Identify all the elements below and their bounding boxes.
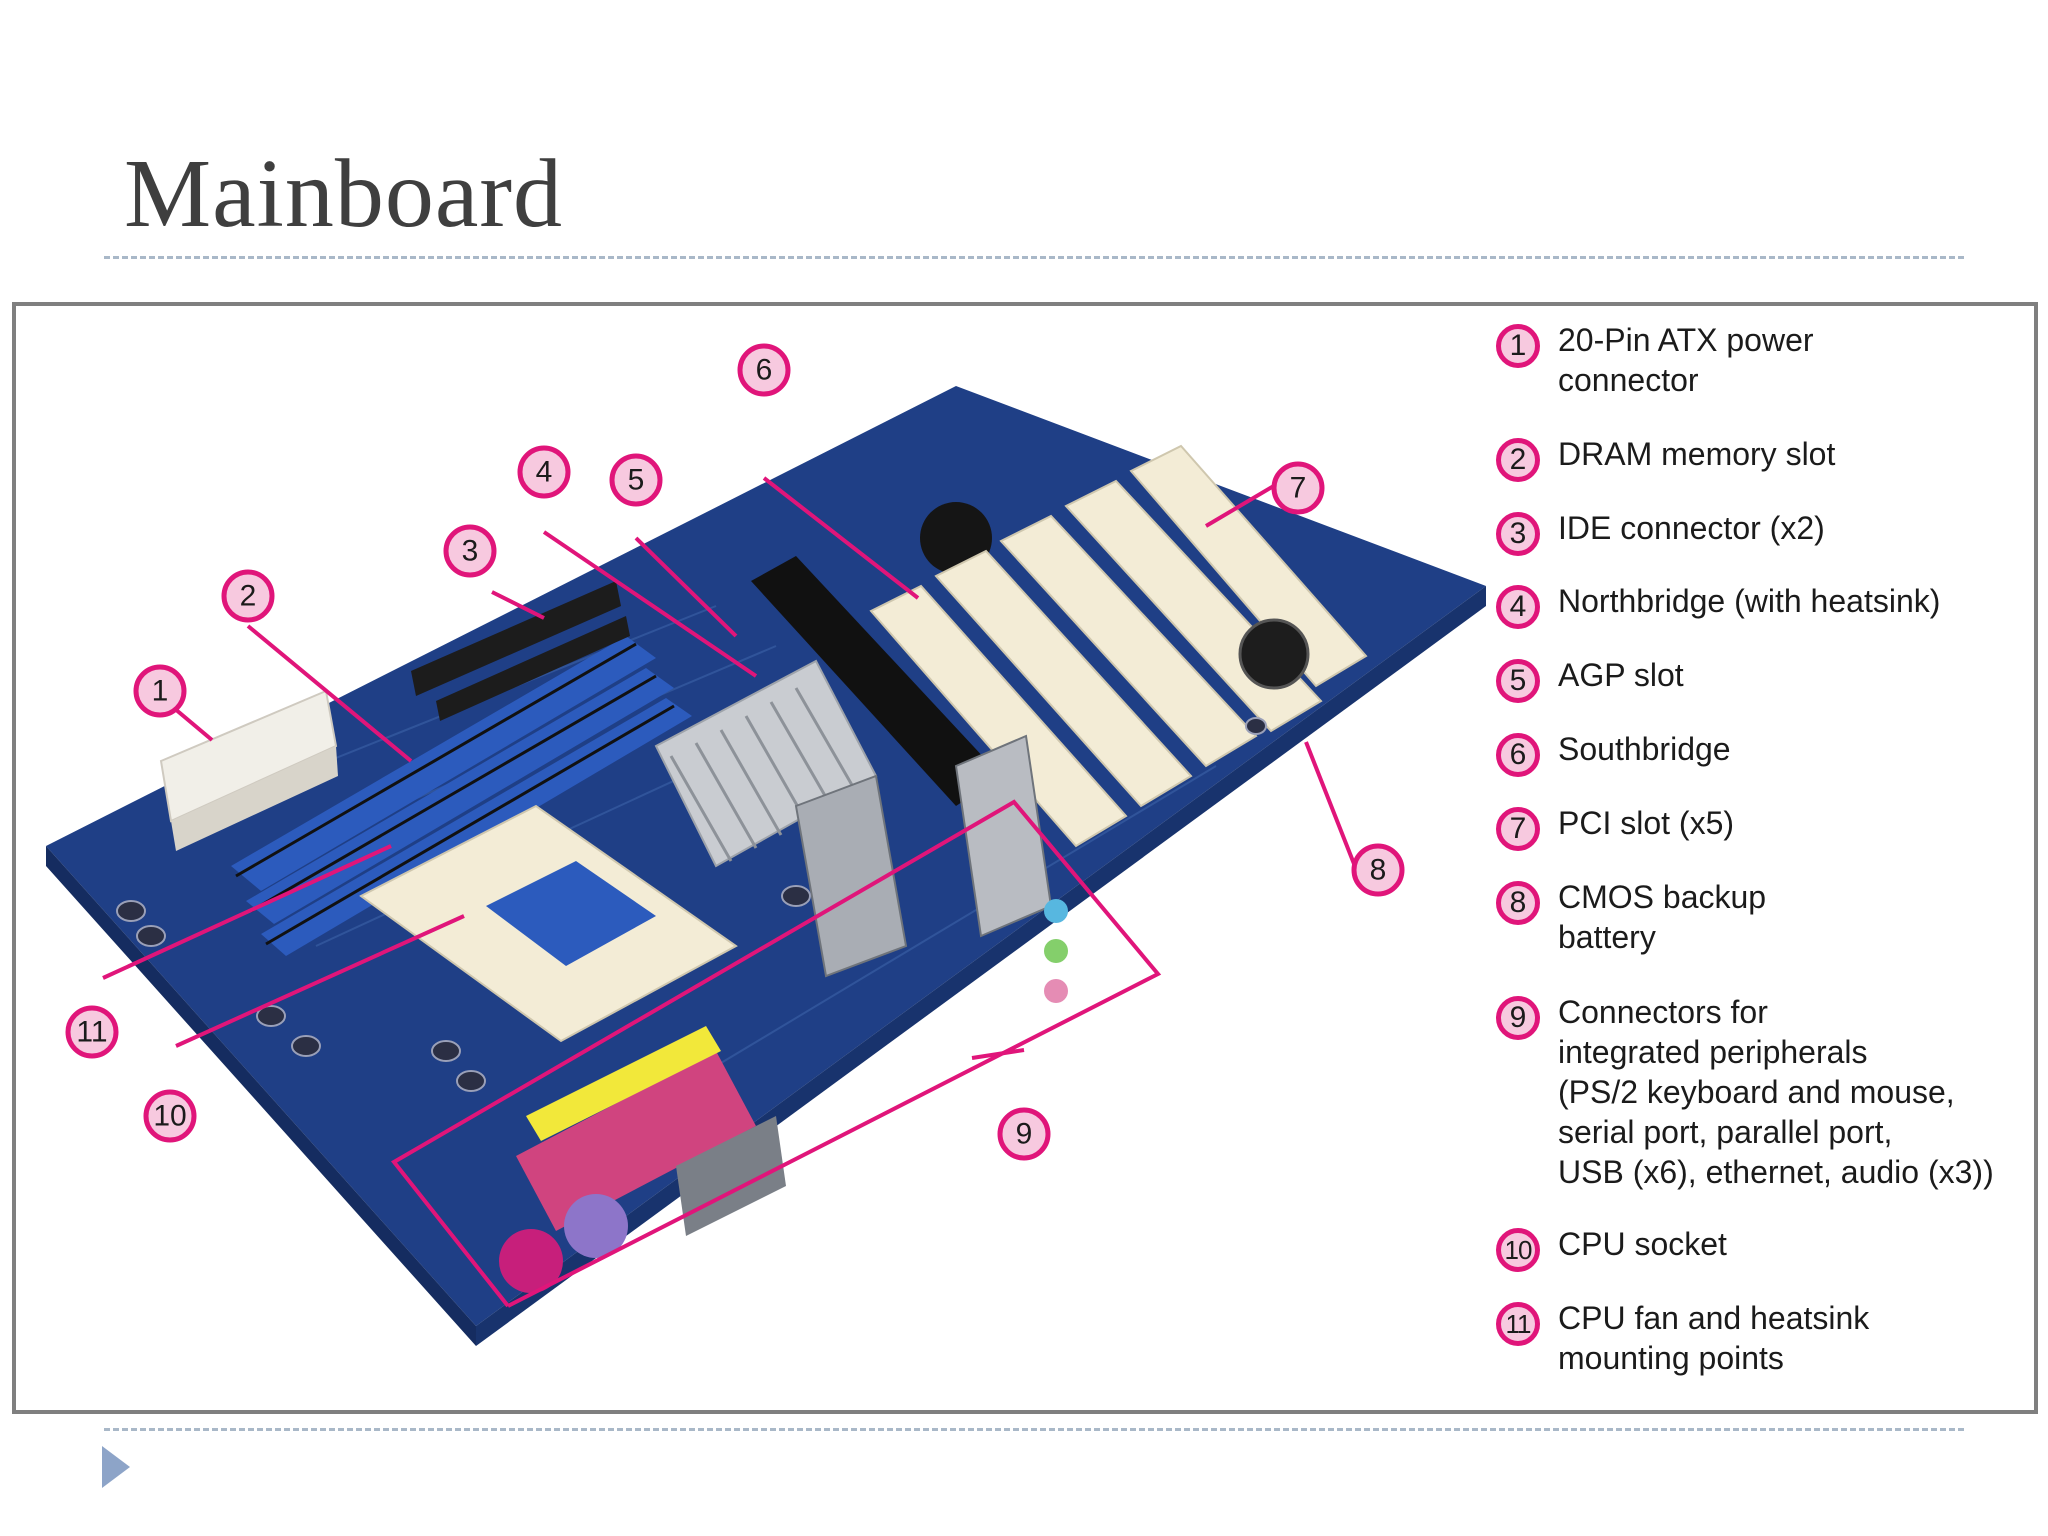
pci-slots bbox=[869, 444, 1368, 848]
callout-9-label: 9 bbox=[1016, 1118, 1033, 1151]
legend-item-4: 4 Northbridge (with heatsink) bbox=[1496, 581, 1940, 629]
legend-text-6: Southbridge bbox=[1558, 731, 1731, 767]
callout-5: 5 bbox=[609, 453, 663, 507]
callout-3: 3 bbox=[443, 524, 497, 578]
legend-text-10: CPU socket bbox=[1558, 1226, 1727, 1262]
legend-num-8: 8 bbox=[1496, 881, 1540, 925]
callout-4: 4 bbox=[517, 445, 571, 499]
callout-4-label: 4 bbox=[536, 456, 553, 489]
callout-2-label: 2 bbox=[240, 580, 257, 613]
mainboard-illustration: 1 2 3 4 5 6 7 8 9 10 11 bbox=[46, 343, 1486, 1346]
callout-7: 7 bbox=[1271, 461, 1325, 515]
legend-text-5: AGP slot bbox=[1558, 657, 1684, 693]
callout-6: 6 bbox=[737, 343, 791, 397]
callout-markers: 1 2 3 4 5 6 7 8 9 10 11 bbox=[65, 343, 1405, 1161]
triangle-bullet-icon bbox=[102, 1446, 130, 1488]
callout-1-label: 1 bbox=[152, 675, 169, 708]
legend-text-7: PCI slot (x5) bbox=[1558, 805, 1735, 841]
legend-num-4: 4 bbox=[1496, 585, 1540, 629]
legend-item-3: 3 IDE connector (x2) bbox=[1496, 508, 1825, 556]
callout-11: 11 bbox=[65, 1005, 119, 1059]
legend-num-9: 9 bbox=[1496, 996, 1540, 1040]
legend-item-6: 6 Southbridge bbox=[1496, 729, 1731, 777]
callout-8-label: 8 bbox=[1370, 854, 1387, 887]
legend-item-7: 7 PCI slot (x5) bbox=[1496, 803, 1734, 851]
atx-power-connector bbox=[159, 689, 338, 851]
cpu-socket bbox=[359, 804, 738, 1043]
callout-8: 8 bbox=[1351, 843, 1405, 897]
callout-6-label: 6 bbox=[756, 354, 773, 387]
legend-item-5: 5 AGP slot bbox=[1496, 655, 1684, 703]
callout-11-label: 11 bbox=[76, 1016, 107, 1049]
callout-3-label: 3 bbox=[462, 535, 479, 568]
northbridge-heatsink bbox=[654, 659, 878, 868]
rear-io-connectors bbox=[499, 734, 1068, 1293]
legend-text-2: DRAM memory slot bbox=[1558, 436, 1836, 472]
slide-title: Mainboard bbox=[124, 140, 563, 248]
cmos-battery bbox=[1238, 618, 1310, 690]
callout-1: 1 bbox=[133, 664, 187, 718]
legend-num-1: 1 bbox=[1496, 324, 1540, 368]
legend-num-6: 6 bbox=[1496, 733, 1540, 777]
legend-num-7: 7 bbox=[1496, 807, 1540, 851]
callout-10-label: 10 bbox=[153, 1100, 186, 1133]
callout-2: 2 bbox=[221, 569, 275, 623]
callout-9: 9 bbox=[997, 1107, 1051, 1161]
footer-divider bbox=[104, 1428, 1964, 1431]
legend-item-2: 2 DRAM memory slot bbox=[1496, 434, 1835, 482]
diagram-frame: 1 2 3 4 5 6 7 8 9 10 11 bbox=[12, 302, 2038, 1414]
legend-text-4: Northbridge (with heatsink) bbox=[1558, 583, 1941, 619]
dram-slots bbox=[231, 636, 692, 956]
callout-5-label: 5 bbox=[628, 464, 645, 497]
callout-7-label: 7 bbox=[1290, 472, 1307, 505]
legend-num-2: 2 bbox=[1496, 438, 1540, 482]
legend-item-10: 10 CPU socket bbox=[1496, 1224, 1727, 1272]
legend-num-10: 10 bbox=[1496, 1228, 1540, 1272]
legend-num-11: 11 bbox=[1496, 1302, 1540, 1346]
legend-num-3: 3 bbox=[1496, 512, 1540, 556]
ide-connectors bbox=[411, 581, 630, 721]
callout-10: 10 bbox=[143, 1089, 197, 1143]
legend-num-5: 5 bbox=[1496, 659, 1540, 703]
title-divider bbox=[104, 256, 1964, 259]
agp-slot bbox=[751, 556, 1001, 806]
legend-text-3: IDE connector (x2) bbox=[1558, 510, 1825, 546]
